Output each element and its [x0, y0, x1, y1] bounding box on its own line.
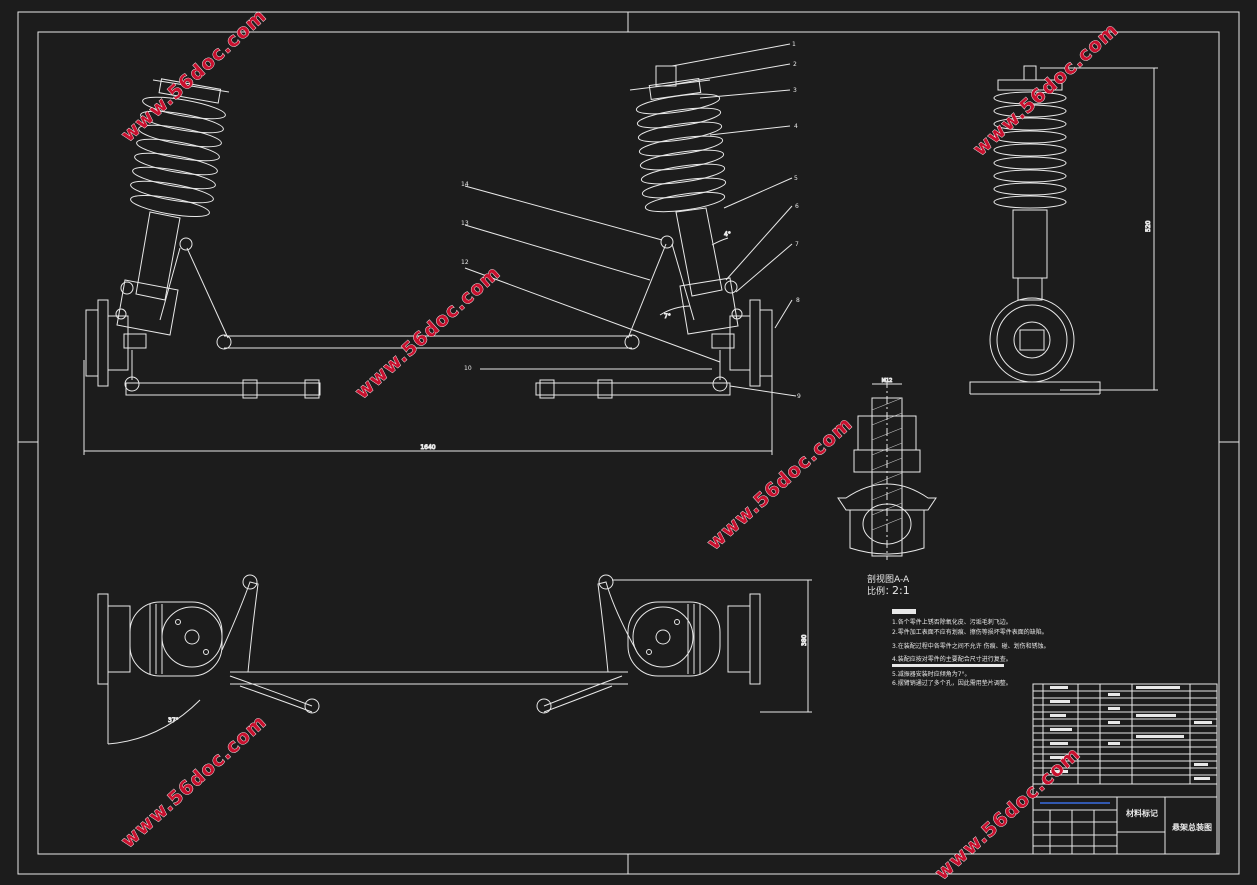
technical-notes: 技术要求 1.各个零件上锈否除氧化皮、污垢毛刺飞边。 2.零件加工表面不应有划痕…	[892, 609, 1050, 687]
svg-text:37°: 37°	[168, 717, 179, 724]
stabilizer-bar	[216, 334, 640, 350]
top-view-assembly: 380 37°	[97, 574, 812, 745]
left-hub	[85, 299, 147, 392]
lower-control-arms	[125, 379, 731, 399]
notes-heading: 技术要求	[920, 609, 940, 616]
balloon-leaders	[464, 43, 797, 397]
note-line-5: 5.减振器安装时应倾角为7°。	[892, 670, 971, 678]
parts-list-fill	[1050, 686, 1212, 780]
balloon-3: 3	[793, 87, 797, 94]
note-line-3: 3.在装配过程中各零件之间不允许 伤痕、碰、划伤和锈蚀。	[892, 642, 1050, 650]
front-dimensions: 1640 7° 4°	[83, 231, 773, 455]
balloon-5: 5	[794, 175, 798, 182]
section-scale-label: 比例：	[867, 585, 894, 597]
balloon-9: 9	[797, 393, 801, 400]
left-strut	[115, 78, 230, 339]
note-line-6: 6.摆臂销通过了多个孔，因此需用垫片调整。	[892, 679, 1012, 687]
svg-text:M12: M12	[882, 378, 893, 384]
svg-text:380: 380	[801, 634, 808, 646]
balloon-6: 6	[795, 203, 799, 210]
right-hub	[711, 299, 773, 392]
balloon-numbers: 1 2 3 4 5 6 7 8 9 10 12 13 14	[461, 41, 801, 400]
watermark-5: www.56doc.com	[117, 711, 271, 853]
svg-text:1640: 1640	[420, 444, 435, 451]
watermark-6: www.56doc.com	[931, 743, 1085, 885]
balloon-12: 12	[461, 259, 469, 266]
watermark-2: www.56doc.com	[351, 262, 505, 404]
note-line-4: 4.装配应按对零件的主要配合尺寸进行复查。	[892, 655, 1012, 663]
watermarks: www.56doc.com www.56doc.com www.56doc.co…	[117, 4, 1124, 885]
parts-list	[1032, 683, 1218, 785]
svg-text:7°: 7°	[664, 313, 671, 320]
watermark-4: www.56doc.com	[969, 19, 1123, 161]
balloon-1: 1	[792, 41, 796, 48]
title-block	[1032, 783, 1218, 855]
balloon-8: 8	[796, 297, 800, 304]
balloon-2: 2	[793, 61, 797, 68]
section-title: 剖视图A-A	[867, 573, 910, 585]
side-view-strut: 520	[969, 65, 1158, 395]
watermark-1: www.56doc.com	[117, 5, 271, 147]
balloon-13: 13	[461, 220, 469, 227]
section-scale-value: 2:1	[892, 584, 910, 597]
front-view-assembly: 1640 7° 4° 1 2 3 4 5 6 7	[83, 41, 801, 455]
drawing-name: 悬架总装图	[1171, 822, 1212, 832]
svg-text:4°: 4°	[724, 231, 731, 238]
watermark-3: www.56doc.com	[703, 413, 857, 555]
left-spring-top	[129, 601, 223, 677]
balloon-10: 10	[464, 365, 472, 372]
note-line-2: 2.零件加工表面不应有划痕、擦伤等损坏零件表面的缺陷。	[892, 628, 1048, 636]
balloon-14: 14	[461, 181, 469, 188]
balloon-7: 7	[795, 241, 799, 248]
section-a-a: M12	[837, 378, 937, 560]
right-spring-top	[627, 601, 721, 677]
right-strut	[627, 65, 743, 339]
note-line-1: 1.各个零件上锈否除氧化皮、污垢毛刺飞边。	[892, 618, 1012, 626]
material-mark: 材料标记	[1126, 808, 1158, 818]
balloon-4: 4	[794, 123, 798, 130]
svg-text:520: 520	[1145, 220, 1152, 232]
